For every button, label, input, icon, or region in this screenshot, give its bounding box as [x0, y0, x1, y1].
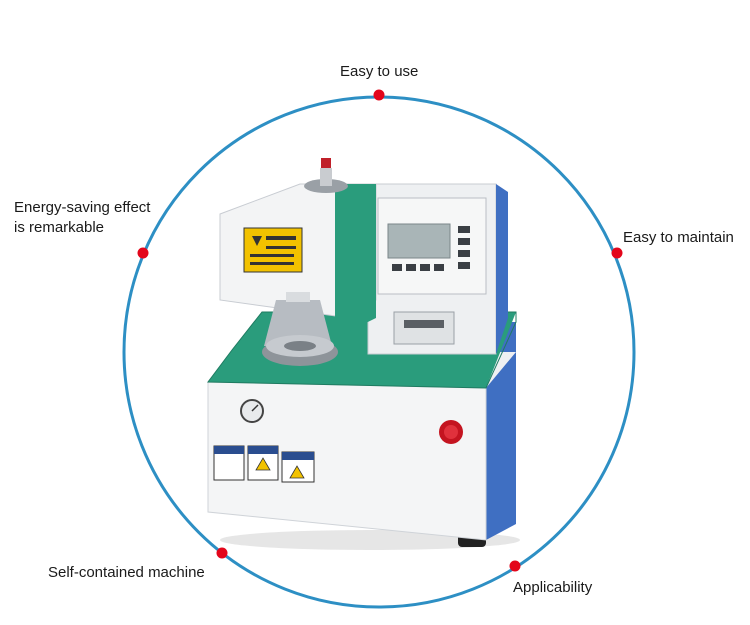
dot-easy-to-maintain [611, 247, 623, 259]
bursting-strength-tester-illustration [207, 158, 520, 550]
feature-label-self-contained: Self-contained machine [48, 564, 205, 581]
dot-applicability [509, 560, 521, 572]
feature-label-energy-saving-line1: Energy-saving effect [14, 199, 151, 216]
dot-easy-to-use [373, 89, 385, 101]
feature-label-applicability: Applicability [513, 579, 593, 596]
feature-label-energy-saving: Energy-saving effect is remarkable [14, 198, 184, 238]
feature-label-easy-to-maintain: Easy to maintain [623, 229, 734, 246]
dot-energy-saving [137, 247, 149, 259]
dot-self-contained [216, 547, 228, 559]
feature-label-easy-to-use: Easy to use [340, 63, 419, 80]
feature-label-energy-saving-line2: is remarkable [14, 219, 105, 236]
